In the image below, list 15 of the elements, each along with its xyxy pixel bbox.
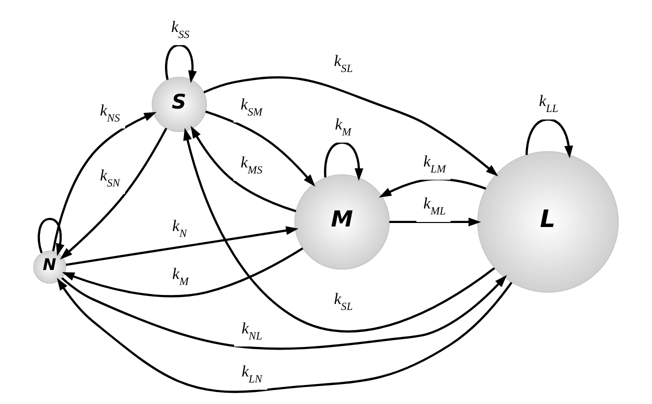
edge-label: k$_{M}$ <box>335 116 352 138</box>
edge-label: k$_{NL}$ <box>242 320 262 342</box>
edge-label: k$_{N}$ <box>172 217 187 240</box>
edge-label: k$_{NS}$ <box>100 102 120 124</box>
edge-label: k$_{M}$ <box>172 266 189 288</box>
edge-label: k$_{LM}$ <box>423 153 446 176</box>
edge-label: k$_{SN}$ <box>100 167 120 190</box>
edge-label: k$_{SM}$ <box>240 96 262 118</box>
edge-label: k$_{LL}$ <box>538 92 558 115</box>
edge-label: k$_{SL}$ <box>334 290 353 313</box>
edge-label: k$_{SS}$ <box>171 18 190 40</box>
edge-label: k$_{SL}$ <box>334 52 353 75</box>
edge-label: k$_{LN}$ <box>242 362 262 385</box>
edge-label: k$_{MS}$ <box>240 154 262 176</box>
edge-label: k$_{ML}$ <box>423 195 446 218</box>
